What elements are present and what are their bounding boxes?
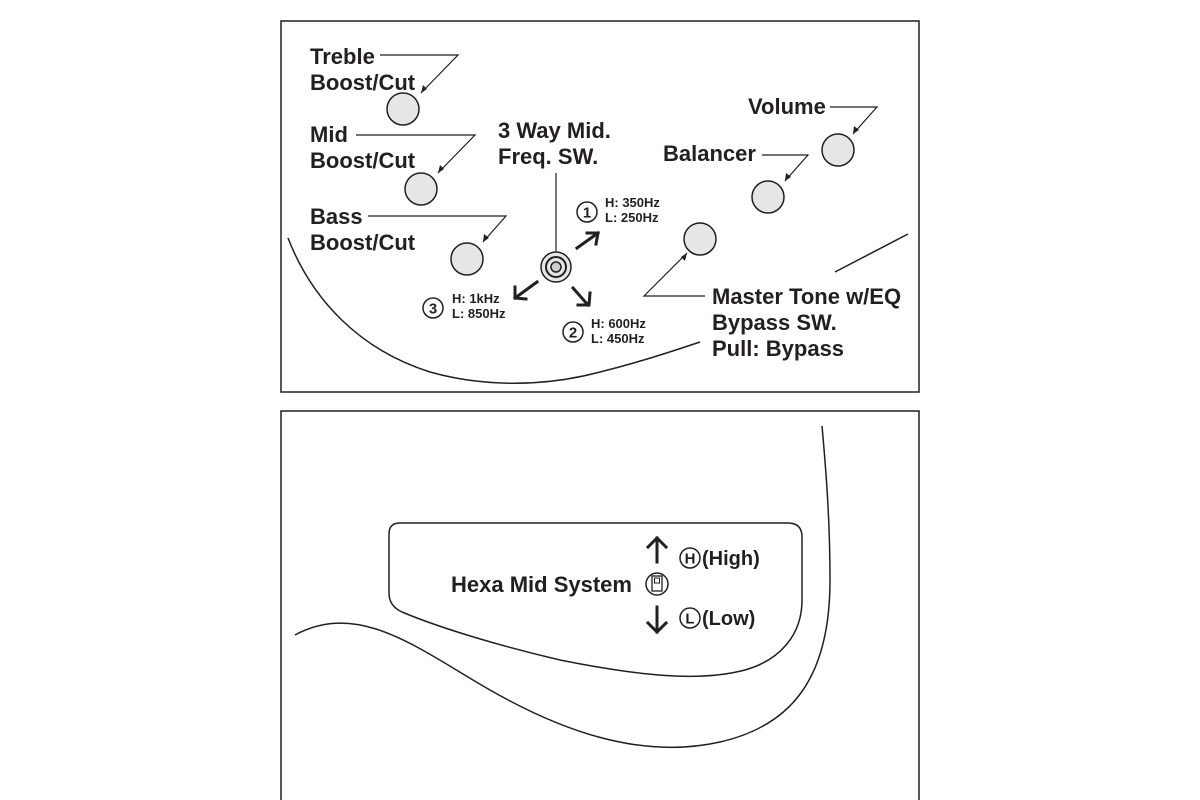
- low-label: (Low): [702, 608, 755, 630]
- position-1-low: L: 250Hz: [605, 210, 659, 225]
- bass-label-line1: Bass: [310, 204, 363, 229]
- position-1-badge: [576, 201, 598, 223]
- position-1-arrow: [574, 230, 601, 251]
- position-3-arrow: [512, 279, 540, 301]
- master-tone-leader-line: [642, 252, 705, 297]
- bass-knob: [450, 242, 484, 276]
- position-2-number: 2: [569, 325, 577, 342]
- treble-label-line2: Boost/Cut: [310, 70, 416, 95]
- body-outline-cutaway: [294, 425, 831, 749]
- high-symbol: H: [685, 551, 696, 568]
- bass-leader-arrowhead: [483, 234, 489, 242]
- balancer-knob: [751, 180, 785, 214]
- balancer-leader-line: [762, 154, 810, 182]
- mid-label-line1: Mid: [310, 122, 348, 147]
- position-2-arrow: [570, 285, 592, 308]
- high-arrow: [645, 535, 669, 564]
- master-tone-label-line1: Master Tone w/EQ: [712, 284, 901, 309]
- volume-leader-arrowhead: [853, 126, 859, 134]
- bottom-panel: Hexa Mid System H (High) L (Low): [280, 410, 920, 800]
- position-2-badge: [562, 321, 584, 343]
- high-label: (High): [702, 548, 760, 570]
- switch-label-line2: Freq. SW.: [498, 144, 598, 169]
- position-3-low: L: 850Hz: [452, 306, 506, 321]
- top-panel: Treble Boost/Cut Mid Boost/Cut Bass Boos…: [280, 20, 920, 393]
- volume-leader-line: [830, 106, 879, 135]
- body-outline-right: [834, 233, 909, 273]
- low-arrow: [645, 605, 669, 635]
- treble-label-line1: Treble: [310, 44, 375, 69]
- position-3-badge: [422, 297, 444, 319]
- position-2-low: L: 450Hz: [591, 331, 645, 346]
- volume-label: Volume: [748, 94, 826, 119]
- switch-label-line1: 3 Way Mid.: [498, 118, 611, 143]
- mid-knob: [404, 172, 438, 206]
- treble-leader-arrowhead: [421, 85, 427, 93]
- master-tone-leader-arrowhead: [681, 253, 687, 261]
- treble-knob: [386, 92, 420, 126]
- master-tone-label-line3: Pull: Bypass: [712, 336, 844, 361]
- mid-label-line2: Boost/Cut: [310, 148, 416, 173]
- mid-leader-line: [356, 134, 477, 174]
- bass-leader-line: [368, 215, 508, 243]
- position-1-high: H: 350Hz: [605, 195, 660, 210]
- treble-leader-line: [380, 54, 460, 94]
- hexa-mid-system-label: Hexa Mid System: [451, 572, 632, 597]
- three-way-switch: [540, 251, 572, 283]
- low-symbol-badge: [679, 607, 701, 629]
- body-outline-lower: [287, 237, 701, 384]
- high-symbol-badge: [679, 547, 701, 569]
- position-3-number: 3: [429, 301, 437, 318]
- position-2-high: H: 600Hz: [591, 316, 646, 331]
- position-3-high: H: 1kHz: [452, 291, 500, 306]
- balancer-leader-arrowhead: [785, 173, 791, 181]
- hexa-mid-switch: [645, 572, 669, 596]
- top-panel-frame: [280, 20, 920, 393]
- position-1-number: 1: [583, 205, 591, 222]
- bass-label-line2: Boost/Cut: [310, 230, 416, 255]
- balancer-label: Balancer: [663, 141, 756, 166]
- master-tone-knob: [683, 222, 717, 256]
- master-tone-label-line2: Bypass SW.: [712, 310, 837, 335]
- volume-knob: [821, 133, 855, 167]
- mid-leader-arrowhead: [438, 165, 444, 173]
- low-symbol: L: [685, 611, 694, 628]
